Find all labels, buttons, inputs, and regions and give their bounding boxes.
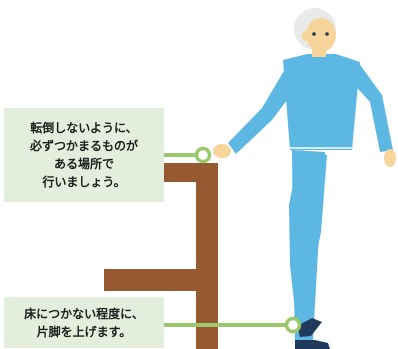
leader-line-2 xyxy=(164,316,302,334)
safety-note: 転倒しないように、 必ずつかまるものが ある場所で 行いましょう。 xyxy=(4,108,164,202)
leg-raise-note: 床につかない程度に、 片脚を上げます。 xyxy=(4,297,164,348)
chair xyxy=(104,163,218,349)
leader-line-1 xyxy=(164,146,212,164)
elderly-person xyxy=(213,8,396,349)
